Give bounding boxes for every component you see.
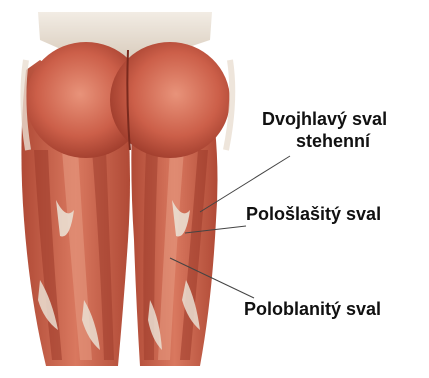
label-biceps-femoris-line2: stehenní xyxy=(296,130,370,152)
label-semitendinosus: Pološlašitý sval xyxy=(246,203,381,225)
label-biceps-femoris-line1: Dvojhlavý sval xyxy=(262,108,387,130)
label-semimembranosus: Poloblanitý sval xyxy=(244,298,381,320)
